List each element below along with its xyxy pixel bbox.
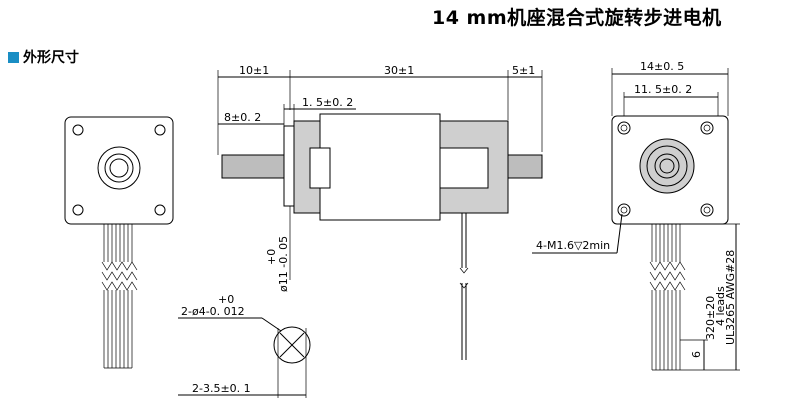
- page-title: 14 mm机座混合式旋转步进电机: [432, 7, 722, 29]
- dim-30: 30±1: [384, 64, 414, 77]
- dim-awg: UL3265 AWG#28: [724, 250, 737, 345]
- dim-8: 8±0. 2: [224, 111, 261, 124]
- dim-hole: 2-ø4-0. 012: [181, 305, 245, 318]
- dim-shaft-dia: ø11 -0. 05: [277, 236, 290, 292]
- dim-shaft-tol: +0: [265, 249, 278, 265]
- dim-hole-tol: +0: [218, 293, 234, 306]
- dim-leads: 4 leads: [714, 286, 727, 326]
- right-front-view: [532, 68, 740, 371]
- section-bullet-icon: [8, 51, 19, 63]
- left-end-view: [64, 116, 174, 369]
- dim-flat: 2-3.5±0. 1: [192, 382, 251, 395]
- dim-5: 5±1: [512, 64, 535, 77]
- dim-1-5: 1. 5±0. 2: [302, 96, 353, 109]
- section-label: 外形尺寸: [23, 50, 79, 66]
- dim-lead-len: 320±20: [704, 296, 717, 340]
- dim-11-5: 11. 5±0. 2: [634, 83, 692, 96]
- side-view: [217, 70, 543, 360]
- dim-14: 14±0. 5: [640, 60, 684, 73]
- dim-six: 6: [690, 351, 703, 358]
- section-heading: 外形尺寸: [8, 47, 79, 67]
- dim-screw: 4-M1.6▽2min: [536, 239, 610, 252]
- dim-10: 10±1: [239, 64, 269, 77]
- hole-detail: [178, 317, 311, 398]
